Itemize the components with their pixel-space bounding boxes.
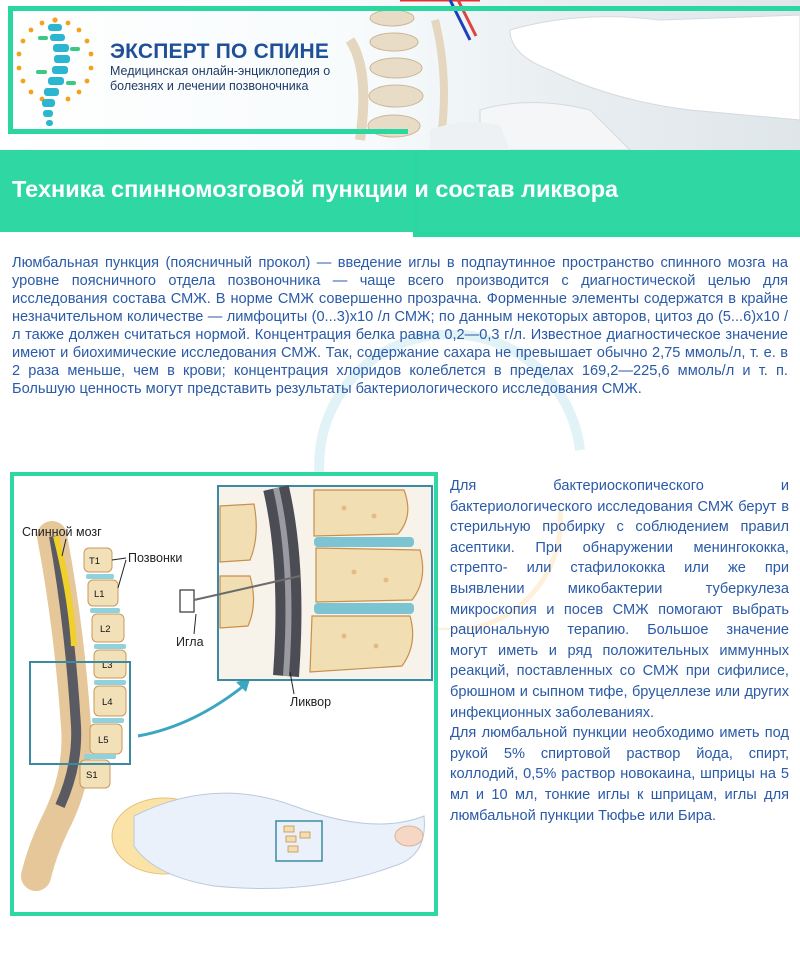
- site-header: ЭКСПЕРТ ПО СПИНЕ Медицинская онлайн-энци…: [0, 0, 800, 150]
- lumbar-puncture-illustration: T1 L1 L2 L3 L4 L5 S1 Спинной мозг Позвон…: [21, 485, 433, 891]
- zoom-box: [29, 661, 131, 765]
- vertebra-label: L1: [94, 589, 105, 600]
- vertebra-label: T1: [89, 556, 100, 567]
- left-frame-line: [8, 6, 13, 134]
- vertebra-label: L4: [102, 697, 113, 708]
- header-photo: [345, 0, 800, 150]
- label-csf: Ликвор: [290, 695, 331, 709]
- site-tagline: Медицинская онлайн-энциклопедия о болезн…: [110, 64, 331, 93]
- needle-hub: [179, 589, 195, 613]
- lumbar-puncture-figure: T1 L1 L2 L3 L4 L5 S1 Спинной мозг Позвон…: [10, 472, 438, 916]
- title-underline: [413, 232, 800, 237]
- label-vertebrae: Позвонки: [128, 551, 182, 565]
- vertebra-label: L5: [98, 735, 109, 746]
- vertebra-label: S1: [86, 770, 98, 781]
- site-brand[interactable]: ЭКСПЕРТ ПО СПИНЕ: [110, 40, 330, 63]
- label-needle: Игла: [176, 635, 204, 649]
- side-paragraph-1: Для бактериоскопического и бактериологич…: [450, 478, 789, 721]
- vertebra-label: L3: [102, 660, 113, 671]
- article-side-text: Для бактериоскопического и бактериологич…: [450, 476, 789, 826]
- article-title: Техника спинномозговой пункции и состав …: [12, 176, 619, 202]
- vertebra-label: L2: [100, 624, 111, 635]
- top-frame-line: [8, 6, 800, 11]
- article-intro: Люмбальная пункция (поясничный прокол) —…: [12, 255, 788, 397]
- title-band: [0, 150, 800, 232]
- label-spinal-cord: Спинной мозг: [22, 525, 102, 539]
- bottom-frame-line: [8, 129, 408, 134]
- title-underline-tick: [413, 150, 418, 237]
- side-paragraph-2: Для люмбальной пункции необходимо иметь …: [450, 725, 789, 824]
- spine-logo-icon: [16, 17, 94, 126]
